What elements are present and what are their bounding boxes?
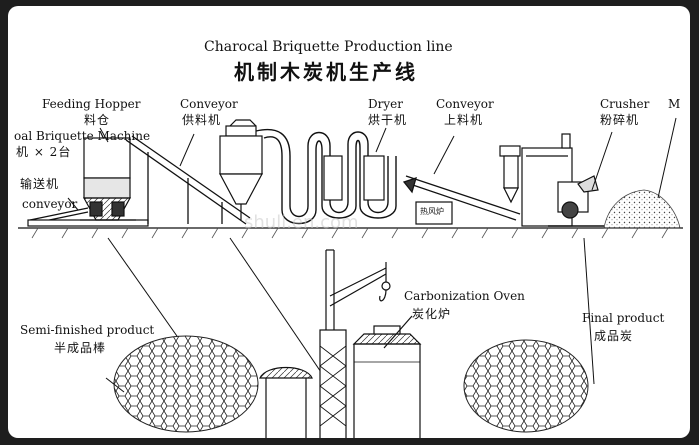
carbonization-oven-label-zh: 炭化炉 bbox=[412, 307, 452, 321]
final-product-pile bbox=[463, 339, 589, 433]
semi-finished-label: Semi-finished product bbox=[20, 323, 155, 337]
briquette-machine-label-zh: 机 × 2台 bbox=[16, 145, 72, 159]
dryer-label-zh: 烘干机 bbox=[368, 113, 408, 127]
carbonization-oven-label: Carbonization Oven bbox=[404, 289, 525, 303]
conveyor-label-2-zh: 上料机 bbox=[444, 113, 484, 127]
carbonization-oven bbox=[259, 249, 422, 438]
final-product-label-zh: 成品炭 bbox=[594, 329, 634, 343]
leader-lines bbox=[67, 117, 677, 211]
semi-finished-label-zh: 半成品棒 bbox=[54, 341, 107, 355]
semi-finished-pile bbox=[105, 335, 259, 433]
furnace-tag: 热风炉 bbox=[420, 207, 444, 216]
briquette-conveyor-label-zh: 输送机 bbox=[20, 177, 60, 191]
material-label: M bbox=[668, 97, 681, 111]
crusher-label-zh: 粉碎机 bbox=[600, 113, 640, 127]
briquette-conveyor-label: conveyor bbox=[22, 197, 78, 211]
diagram-canvas: Charocal Briquette Production line 机制木炭机… bbox=[8, 6, 690, 438]
cyclone-separator bbox=[219, 119, 263, 220]
crusher-label: Crusher bbox=[600, 97, 650, 111]
feeding-hopper-label-zh: 料仓 bbox=[84, 113, 111, 127]
conveyor-label-1: Conveyor bbox=[180, 97, 238, 111]
title-zh: 机制木炭机生产线 bbox=[234, 60, 418, 84]
feeding-hopper bbox=[80, 137, 136, 221]
dryer-pipes bbox=[255, 129, 397, 225]
feed-conveyor bbox=[125, 135, 251, 225]
conveyor-label-1-zh: 供料机 bbox=[182, 113, 222, 127]
ground-line bbox=[18, 227, 683, 239]
final-product-label: Final product bbox=[582, 311, 665, 325]
conveyor-label-2: Conveyor bbox=[436, 97, 494, 111]
production-line-drawing bbox=[18, 117, 683, 438]
raw-material-pile bbox=[603, 189, 681, 229]
briquette-machine-label: oal Briquette Machine bbox=[14, 129, 151, 143]
dryer-columns bbox=[323, 155, 385, 201]
hot-air-furnace bbox=[415, 201, 453, 225]
title-en: Charocal Briquette Production line bbox=[204, 39, 453, 55]
lift-conveyor bbox=[402, 175, 521, 221]
crusher-station bbox=[499, 133, 604, 227]
feeding-hopper-label: Feeding Hopper bbox=[42, 97, 141, 111]
dryer-label: Dryer bbox=[368, 97, 403, 111]
watermark: shuli.en.com bbox=[244, 212, 359, 233]
